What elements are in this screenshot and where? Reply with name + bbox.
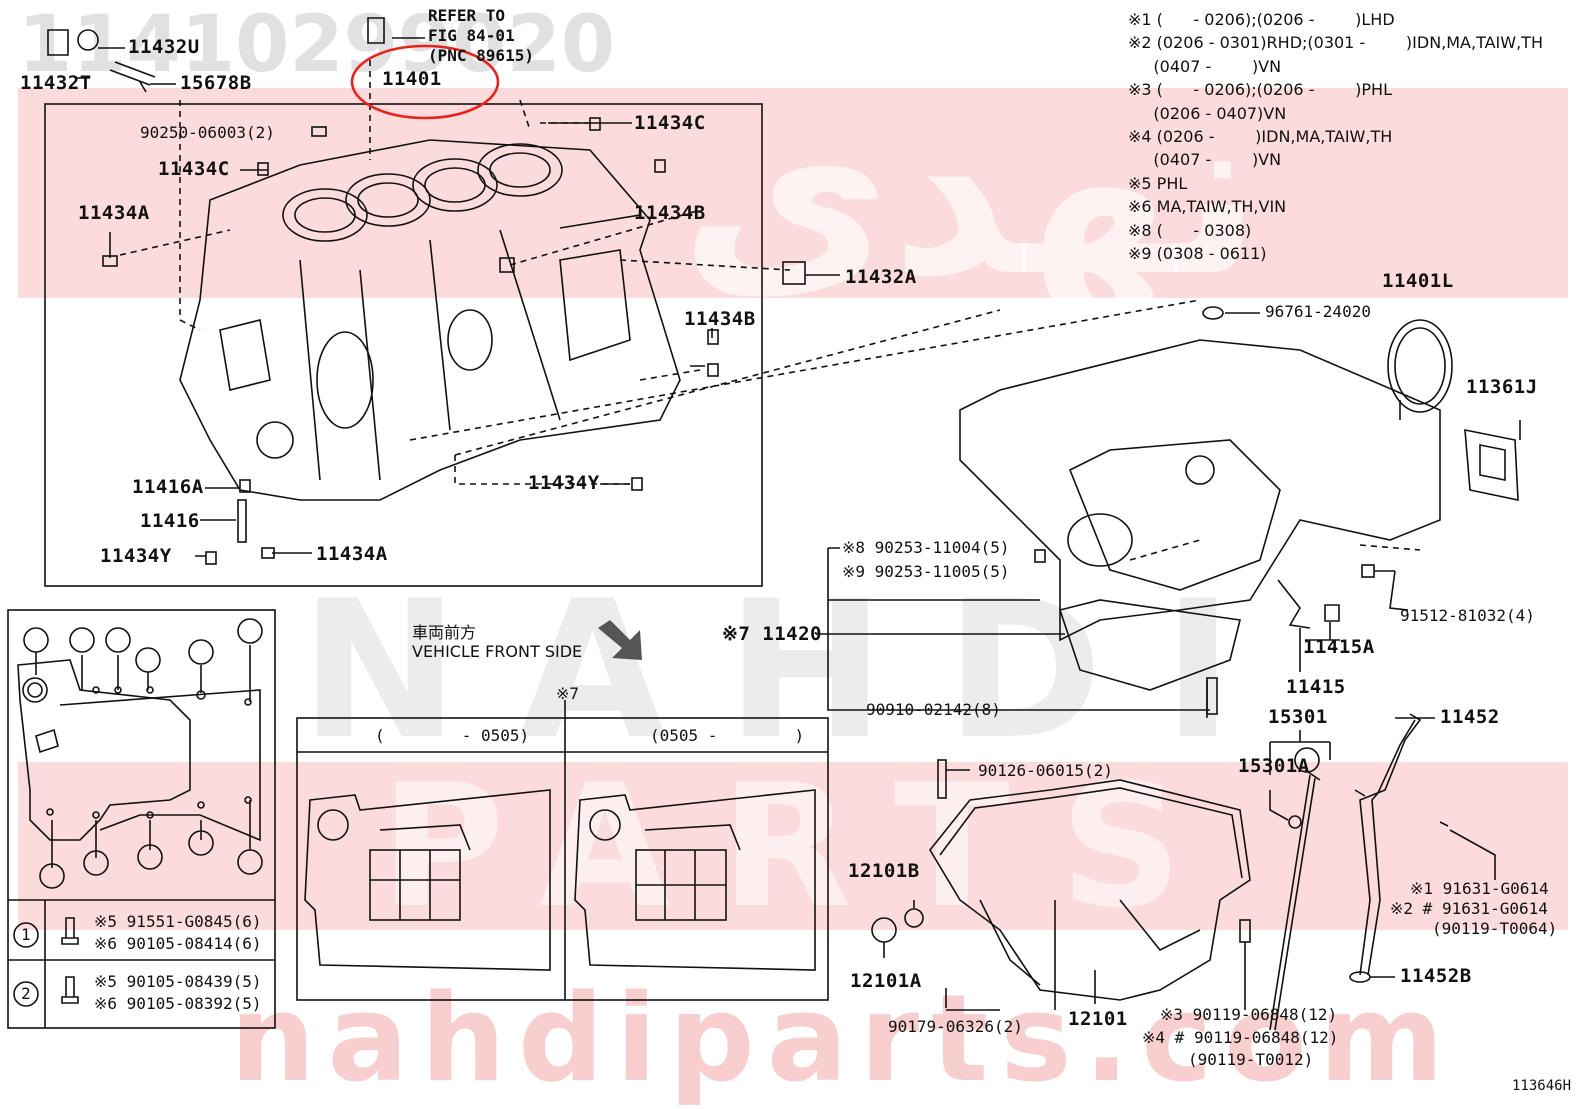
- label-90119-b[interactable]: ※4 # 90119-06848(12): [1142, 1028, 1339, 1047]
- label-15678B[interactable]: 15678B: [180, 72, 252, 94]
- label-11434C-a[interactable]: 11434C: [634, 112, 706, 134]
- label-91512[interactable]: 91512-81032(4): [1400, 606, 1535, 625]
- highlight-circle: [350, 44, 500, 120]
- legend-row1-b: ※6 90105-08414(6): [94, 934, 262, 953]
- note-6: ※4 (0206 - )IDN,MA,TAIW,TH: [1128, 127, 1393, 147]
- block-frame: [44, 103, 763, 587]
- note-1: ※1 ( - 0206);(0206 - )LHD: [1128, 10, 1395, 29]
- label-11361J[interactable]: 11361J: [1466, 376, 1538, 398]
- label-11401[interactable]: 11401: [382, 68, 442, 90]
- label-90179[interactable]: 90179-06326(2): [888, 1017, 1023, 1036]
- label-11416A[interactable]: 11416A: [132, 476, 204, 498]
- watermark-band-top: [18, 88, 1568, 298]
- note-2: ※2 (0206 - 0301)RHD;(0301 - )IDN,MA,TAIW…: [1128, 33, 1543, 53]
- note-9: ※6 MA,TAIW,TH,VIN: [1128, 197, 1287, 217]
- label-11434B-a[interactable]: 11434B: [634, 202, 706, 224]
- refer-line-2: FIG 84-01: [428, 26, 515, 45]
- label-91631-b[interactable]: ※2 # 91631-G0614: [1390, 899, 1548, 918]
- label-11452B[interactable]: 11452B: [1400, 965, 1472, 987]
- note-8: ※5 PHL: [1128, 173, 1188, 193]
- notes-block: ※1 ( - 0206);(0206 - )LHD ※2 (0206 - 030…: [1128, 8, 1543, 265]
- label-11434B-b[interactable]: 11434B: [684, 308, 756, 330]
- label-11434C-b[interactable]: 11434C: [158, 158, 230, 180]
- legend-row2-b: ※6 90105-08392(5): [94, 994, 262, 1013]
- legend-circle-2: 2: [21, 984, 31, 1003]
- variant-star7: ※7: [556, 684, 580, 703]
- refer-line-1: REFER TO: [428, 6, 506, 25]
- note-10: ※8 ( - 0308): [1128, 220, 1252, 240]
- label-12101[interactable]: 12101: [1068, 1008, 1128, 1030]
- note-5: (0206 - 0407)VN: [1128, 103, 1287, 123]
- label-90126[interactable]: 90126-06015(2): [978, 761, 1113, 780]
- legend-row1-a: ※5 91551-G0845(6): [94, 912, 262, 931]
- label-11401L[interactable]: 11401L: [1382, 270, 1454, 292]
- front-label-en: VEHICLE FRONT SIDE: [412, 642, 583, 661]
- refer-line-3: (PNC 89615): [428, 46, 534, 65]
- label-96761[interactable]: 96761-24020: [1265, 302, 1371, 321]
- label-90253-b[interactable]: ※9 90253-11005(5): [842, 562, 1010, 581]
- label-15301A[interactable]: 15301A: [1238, 755, 1310, 777]
- label-11420[interactable]: ※7 11420: [722, 623, 822, 645]
- table-col-1: ( - 0505): [375, 726, 530, 745]
- label-11434A-b[interactable]: 11434A: [316, 543, 388, 565]
- table-col-2: (0505 - ): [650, 726, 805, 745]
- label-11434A-a[interactable]: 11434A: [78, 202, 150, 224]
- label-90250[interactable]: 90250-06003(2): [140, 123, 275, 142]
- label-11434Y-b[interactable]: 11434Y: [528, 472, 600, 494]
- label-90253-a[interactable]: ※8 90253-11004(5): [842, 538, 1010, 557]
- note-3: (0407 - )VN: [1128, 56, 1282, 76]
- label-90119-T0012[interactable]: (90119-T0012): [1188, 1050, 1314, 1069]
- diagram-id: 113646H: [1512, 1078, 1572, 1094]
- label-15301[interactable]: 15301: [1268, 706, 1328, 728]
- legend-circle-1: 1: [21, 925, 31, 944]
- label-90119-T0064[interactable]: (90119-T0064): [1432, 919, 1558, 938]
- label-11432U[interactable]: 11432U: [128, 36, 200, 58]
- label-11432A[interactable]: 11432A: [845, 266, 917, 288]
- front-label-jp: 車両前方: [412, 623, 477, 642]
- label-11415A[interactable]: 11415A: [1303, 636, 1375, 658]
- label-11416[interactable]: 11416: [140, 510, 200, 532]
- label-12101A[interactable]: 12101A: [850, 970, 922, 992]
- label-12101B[interactable]: 12101B: [848, 860, 920, 882]
- label-90119-a[interactable]: ※3 90119-06848(12): [1160, 1005, 1338, 1024]
- label-11452[interactable]: 11452: [1440, 706, 1500, 728]
- note-11: ※9 (0308 - 0611): [1128, 244, 1267, 264]
- label-11415[interactable]: 11415: [1286, 676, 1346, 698]
- label-91631-a[interactable]: ※1 91631-G0614: [1410, 879, 1549, 898]
- note-4: ※3 ( - 0206);(0206 - )PHL: [1128, 80, 1392, 100]
- label-90910[interactable]: 90910-02142(8): [866, 700, 1001, 719]
- note-7: (0407 - )VN: [1128, 150, 1282, 170]
- label-11434Y-a[interactable]: 11434Y: [100, 545, 172, 567]
- label-11432T[interactable]: 11432T: [20, 72, 92, 94]
- legend-row2-a: ※5 90105-08439(5): [94, 972, 262, 991]
- watermark-band-bottom: [18, 762, 1568, 930]
